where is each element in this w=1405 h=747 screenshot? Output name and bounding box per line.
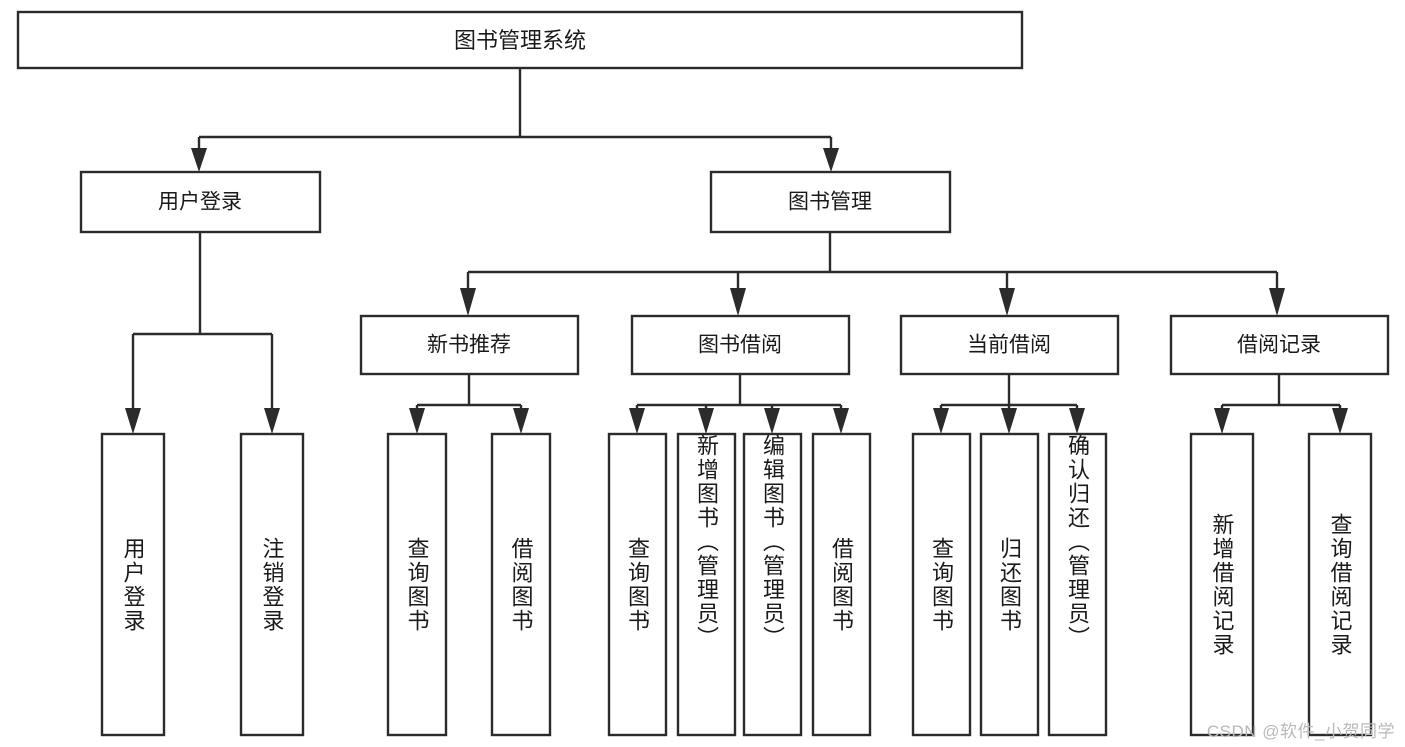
- node-root-label: 图书管理系统: [454, 28, 586, 53]
- arrow-new-book-leaf-1: [409, 408, 425, 434]
- node-current-borrow-box[interactable]: [899, 314, 1120, 376]
- leaf-box-borrow-record-2[interactable]: [1307, 432, 1373, 737]
- leaf-box-book-borrow-2[interactable]: [676, 432, 737, 737]
- arrow-current-borrow-leaf-2: [1001, 408, 1017, 434]
- arrow-book-borrow-leaf-3: [764, 408, 780, 434]
- arrow-to-book-borrow: [730, 288, 746, 316]
- arrow-book-borrow-leaf-2: [698, 408, 714, 434]
- arrow-to-borrow-record: [1269, 288, 1285, 316]
- arrow-current-borrow-leaf-3: [1069, 408, 1085, 434]
- arrow-new-book-leaf-2: [513, 408, 529, 434]
- node-user-login-label: 用户登录: [158, 191, 242, 214]
- leaf-box-current-borrow-1[interactable]: [911, 432, 972, 737]
- node-new-book-recommend-label: 新书推荐: [427, 334, 511, 357]
- arrow-book-borrow-leaf-1: [629, 408, 645, 434]
- leaf-box-user-login-2[interactable]: [239, 432, 305, 737]
- node-new-book-recommend-box[interactable]: [359, 314, 580, 376]
- arrow-book-borrow-leaf-4: [833, 408, 849, 434]
- node-borrow-record-box[interactable]: [1169, 314, 1390, 376]
- leaf-box-book-borrow-4[interactable]: [811, 432, 872, 737]
- leaf-box-borrow-record-1[interactable]: [1189, 432, 1255, 737]
- arrow-to-current-borrow: [999, 288, 1015, 316]
- arrow-to-new-book: [460, 288, 476, 316]
- leaf-box-user-login-1[interactable]: [100, 432, 166, 737]
- node-current-borrow-label: 当前借阅: [967, 334, 1051, 357]
- node-book-borrow-box[interactable]: [630, 314, 851, 376]
- arrow-to-user-login: [191, 148, 207, 172]
- arrow-current-borrow-leaf-1: [933, 408, 949, 434]
- arrow-borrow-record-leaf-1: [1214, 408, 1230, 434]
- arrow-user-login-leaf-2: [264, 408, 280, 434]
- arrow-borrow-record-leaf-2: [1332, 408, 1348, 434]
- node-book-borrow-label: 图书借阅: [698, 334, 782, 357]
- arrow-user-login-leaf-1: [125, 408, 141, 434]
- leaf-box-current-borrow-3[interactable]: [1047, 432, 1108, 737]
- leaf-box-new-book-2[interactable]: [490, 432, 552, 737]
- node-book-management-box[interactable]: [709, 170, 952, 234]
- leaf-box-new-book-1[interactable]: [386, 432, 448, 737]
- node-root-box[interactable]: [16, 10, 1024, 70]
- leaf-box-book-borrow-3[interactable]: [742, 432, 803, 737]
- node-book-management-label: 图书管理: [788, 191, 872, 214]
- leaf-box-book-borrow-1[interactable]: [607, 432, 668, 737]
- node-borrow-record-label: 借阅记录: [1237, 334, 1321, 357]
- leaf-box-current-borrow-2[interactable]: [979, 432, 1040, 737]
- arrow-to-book-mgmt: [823, 148, 839, 172]
